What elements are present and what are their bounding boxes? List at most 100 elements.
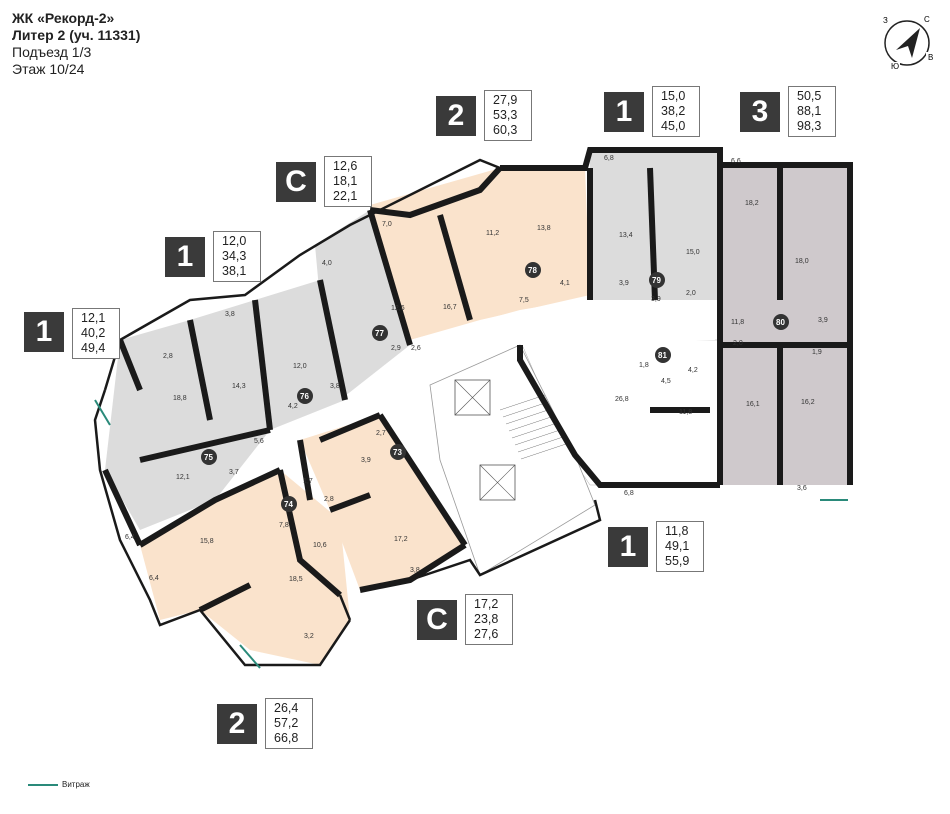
room-area: 3,8 — [330, 383, 340, 390]
room-area: 3,9 — [361, 457, 371, 464]
total-area: 38,2 — [661, 104, 686, 118]
apartment-75-area[interactable] — [105, 320, 270, 530]
apartment-area-box: 27,9 53,3 60,3 — [484, 90, 532, 141]
compass-e: В — [928, 53, 933, 62]
room-area: 1,7 — [303, 478, 313, 485]
room-area: 14,3 — [232, 383, 246, 390]
living-area: 26,4 — [274, 701, 299, 715]
room-area: 4,5 — [661, 378, 671, 385]
area-with-balcony: 22,1 — [333, 189, 358, 203]
compass-s: Ю — [891, 62, 899, 71]
room-area: 2,8 — [163, 353, 173, 360]
total-area: 88,1 — [797, 104, 822, 118]
apartment-type-badge[interactable]: 1 — [165, 237, 205, 277]
room-area: 1,9 — [812, 349, 822, 356]
apartment-type-badge[interactable]: 1 — [608, 527, 648, 567]
total-area: 57,2 — [274, 716, 299, 730]
area-with-balcony: 38,1 — [222, 264, 247, 278]
complex-name: ЖК «Рекорд-2» — [12, 10, 115, 26]
room-area: 6,8 — [604, 155, 614, 162]
apartment-number: 81 — [658, 351, 667, 360]
room-area: 3,6 — [797, 485, 807, 492]
liter-label: Литер 2 (уч. 11331) — [12, 27, 141, 43]
apartment-area-box: 11,8 49,1 55,9 — [656, 521, 704, 572]
room-area: 6,4 — [125, 534, 135, 541]
apartment-number: 74 — [284, 500, 293, 509]
apartment-type-badge[interactable]: С — [417, 600, 457, 640]
floor-info: ЖК «Рекорд-2» Литер 2 (уч. 11331) Подъез… — [12, 10, 140, 78]
compass-n: С — [924, 15, 930, 24]
area-with-balcony: 55,9 — [665, 554, 690, 568]
room-area: 12,1 — [176, 474, 190, 481]
apartment-type-badge[interactable]: 1 — [604, 92, 644, 132]
room-area: 11,8 — [731, 319, 744, 326]
room-area: 7,8 — [279, 522, 289, 529]
elevator-2 — [479, 464, 516, 501]
area-with-balcony: 98,3 — [797, 119, 822, 133]
total-area: 23,8 — [474, 612, 499, 626]
total-area: 49,1 — [665, 539, 690, 553]
room-area: 1,8 — [639, 362, 649, 369]
apartment-74-area[interactable] — [140, 470, 350, 665]
area-with-balcony: 60,3 — [493, 123, 518, 137]
room-area: 2,8 — [324, 496, 334, 503]
apartment-77-area[interactable] — [315, 210, 410, 400]
apartment-area-box: 17,2 23,8 27,6 — [465, 594, 513, 645]
apartment-number: 76 — [300, 392, 309, 401]
living-area: 12,6 — [333, 159, 358, 173]
room-area: 13,4 — [619, 232, 633, 239]
area-with-balcony: 45,0 — [661, 119, 686, 133]
entrance-label: Подъезд 1/3 — [12, 44, 92, 60]
room-area: 4,1 — [560, 280, 570, 287]
compass-w: З — [883, 16, 888, 25]
exterior-outline — [93, 158, 602, 667]
apartment-number: 78 — [528, 266, 537, 275]
apartment-type-badge[interactable]: 1 — [24, 312, 64, 352]
apartment-type-badge[interactable]: 3 — [740, 92, 780, 132]
room-area: 6,8 — [624, 490, 634, 497]
apartment-area-box: 12,0 34,3 38,1 — [213, 231, 261, 282]
apartment-type-badge[interactable]: 2 — [436, 96, 476, 136]
room-area: 18,2 — [745, 200, 759, 207]
room-area: 7,0 — [382, 221, 392, 228]
floor-label: Этаж 10/24 — [12, 61, 85, 77]
room-area: 3,8 — [410, 567, 420, 574]
apartment-73-area[interactable] — [300, 415, 465, 590]
apartment-area-box: 26,4 57,2 66,8 — [265, 698, 313, 749]
apartment-markers: 73 74 75 76 77 78 79 80 81 — [201, 262, 789, 512]
room-area: 16,7 — [443, 304, 457, 311]
living-area: 11,8 — [665, 524, 689, 538]
room-area: 7,5 — [519, 297, 529, 304]
apartment-area-box: 50,5 88,1 98,3 — [788, 86, 836, 137]
room-area: 2,0 — [686, 290, 696, 297]
room-area: 18,8 — [173, 395, 187, 402]
apartment-number: 73 — [393, 448, 402, 457]
room-area: 12,0 — [293, 363, 307, 370]
room-area: 4,0 — [322, 260, 332, 267]
room-area: 12,6 — [391, 305, 405, 312]
elevator-1 — [454, 379, 491, 416]
living-area: 17,2 — [474, 597, 499, 611]
room-area: 18,5 — [289, 576, 303, 583]
vitrage-legend-swatch — [28, 783, 58, 786]
stairs — [499, 394, 567, 460]
room-area: 10,6 — [313, 542, 327, 549]
room-area: 3,9 — [651, 296, 661, 303]
apartment-area-box: 12,6 18,1 22,1 — [324, 156, 372, 207]
apartment-area-box: 15,0 38,2 45,0 — [652, 86, 700, 137]
room-area: 2,7 — [376, 430, 386, 437]
room-area: 18,0 — [795, 258, 809, 265]
apartment-number: 79 — [652, 276, 661, 285]
apartment-number: 75 — [204, 453, 213, 462]
room-area: 3,9 — [818, 317, 828, 324]
apartment-type-badge[interactable]: 2 — [217, 704, 257, 744]
vitrage-1 — [94, 399, 111, 426]
compass-icon: З С В Ю — [880, 14, 936, 72]
room-area: 2,6 — [411, 345, 421, 352]
living-area: 15,0 — [661, 89, 686, 103]
total-area: 40,2 — [81, 326, 106, 340]
room-area: 2,9 — [391, 345, 401, 352]
apartment-type-badge[interactable]: С — [276, 162, 316, 202]
room-area: 6,4 — [149, 575, 159, 582]
room-area: 4,2 — [688, 367, 698, 374]
